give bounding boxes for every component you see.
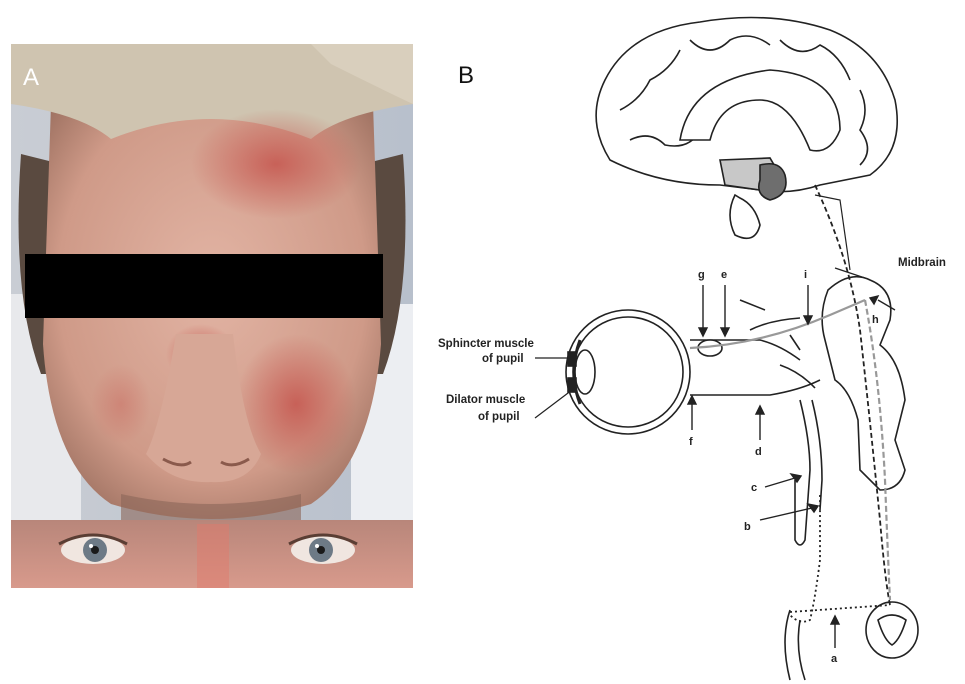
label-midbrain: Midbrain	[898, 257, 946, 269]
label-dilator-line2: of pupil	[478, 411, 520, 423]
letter-b: b	[744, 521, 751, 533]
letter-i: i	[804, 269, 807, 281]
letter-f: f	[689, 436, 693, 448]
pupil-pathway-diagram: Midbrain Sphincter muscle of pupil Dilat…	[420, 0, 965, 684]
label-sphincter-line2: of pupil	[482, 353, 524, 365]
letter-e: e	[721, 269, 727, 281]
panel-a-photo: A	[11, 44, 413, 588]
letter-g: g	[698, 269, 705, 281]
letter-d: d	[755, 446, 762, 458]
letter-h: h	[872, 314, 879, 326]
letter-c: c	[751, 482, 757, 494]
panel-label-a: A	[23, 64, 39, 92]
redaction-bar	[25, 254, 383, 318]
face-photo	[11, 44, 413, 588]
label-dilator-line1: Dilator muscle	[446, 394, 525, 406]
label-sphincter-line1: Sphincter muscle	[438, 338, 534, 350]
panel-b-diagram: B	[420, 0, 965, 684]
letter-a: a	[831, 653, 838, 665]
